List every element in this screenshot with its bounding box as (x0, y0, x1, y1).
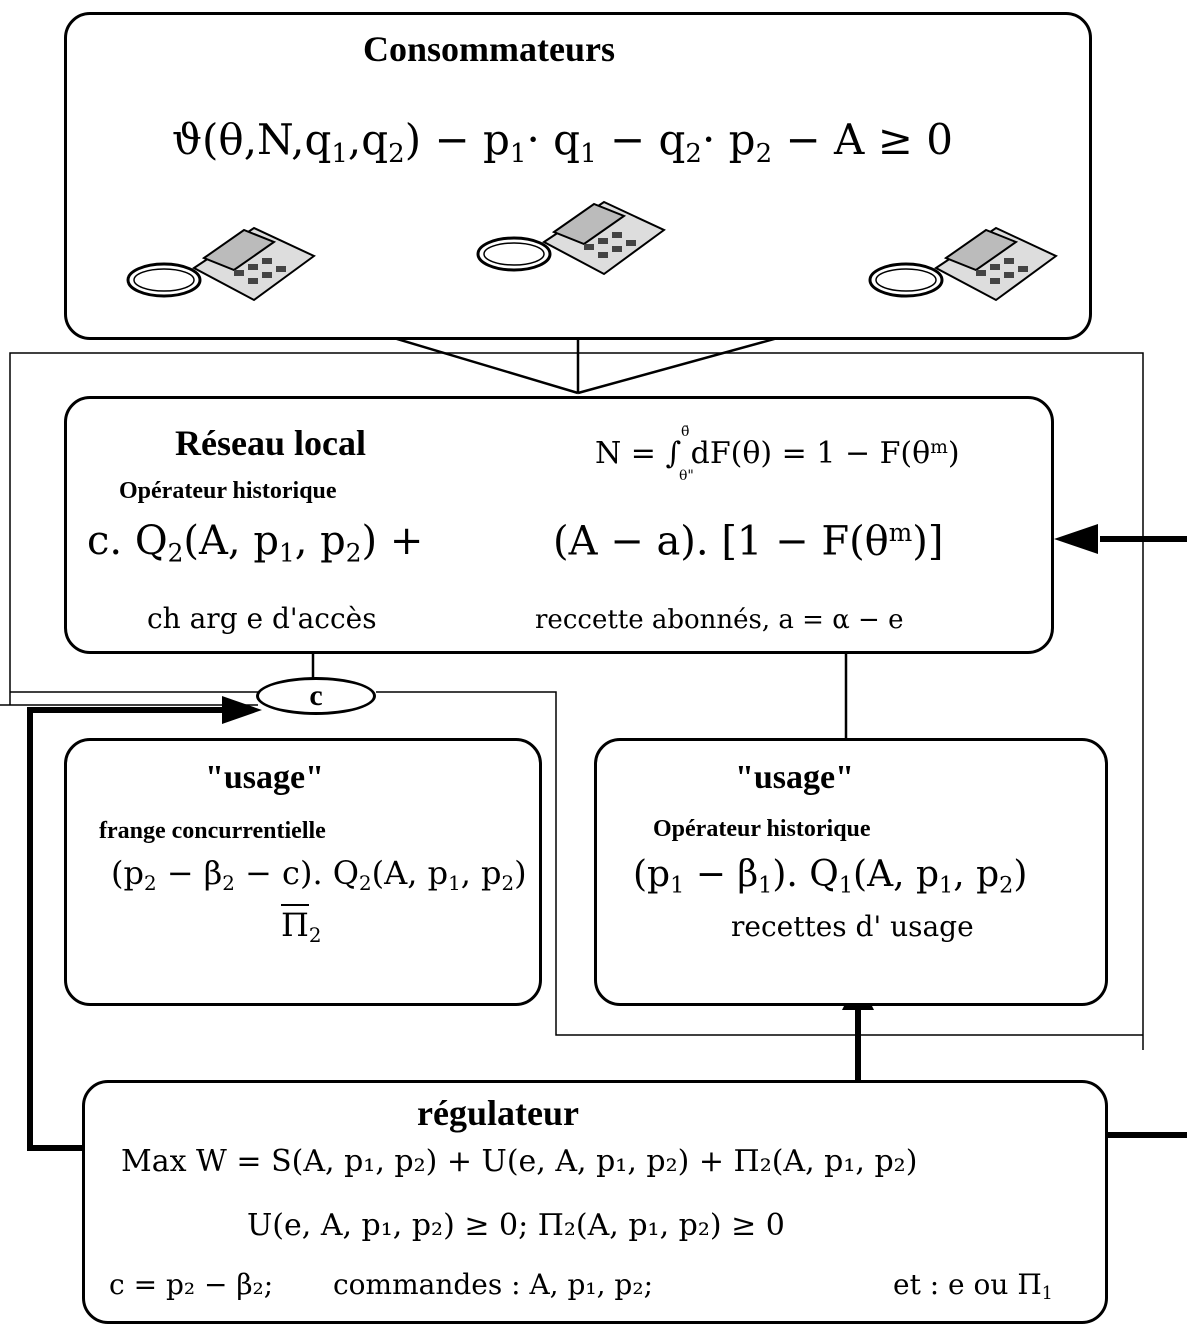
regulator-objective: Max W = S(A, p₁, p₂) + U(e, A, p₁, p₂) +… (121, 1144, 918, 1179)
n-formula-lower-bound: θ" (679, 468, 694, 484)
usage-competitive-title: "usage" (205, 759, 324, 796)
competitive-profit-label: Π2 (281, 904, 322, 947)
usage-incumbent-subtitle: Opérateur historique (653, 816, 871, 842)
telephone-icon (868, 226, 1058, 302)
consumers-title: Consommateurs (363, 29, 615, 69)
subscriber-revenue-formula: (A − a). [1 − F(θm)] (553, 518, 944, 565)
n-formula: N = ∫ dF(θ) = 1 − F(θm) (595, 436, 960, 472)
n-formula-upper-bound: θ̄ (681, 424, 690, 440)
consumers-equation: ϑ(θ,N,q1,q2) − p1· q1 − q2· p2 − A ≥ 0 (172, 115, 953, 169)
regulator-controls: commandes : A, p₁, p₂; (333, 1268, 654, 1301)
access-charge-formula: c. Q2(A, p1, p2) + (87, 518, 424, 568)
usage-competitive-box: "usage" frange concurrentielle (p2 − β2 … (64, 738, 542, 1006)
telephone-icon (476, 200, 666, 276)
usage-revenue-label: recettes d' usage (731, 910, 974, 943)
telephone-icon (126, 226, 316, 302)
local-network-title: Réseau local (175, 423, 366, 463)
subscriber-revenue-label: reccette abonnés, a = α − e (535, 605, 904, 635)
usage-incumbent-box: "usage" Opérateur historique (p1 − β1). … (594, 738, 1108, 1006)
usage-competitive-formula: (p2 − β2 − c). Q2(A, p1, p2) (111, 854, 527, 895)
access-charge-label: ch arg e d'accès (147, 602, 377, 635)
usage-incumbent-formula: (p1 − β1). Q1(A, p1, p2) (633, 854, 1028, 899)
usage-competitive-subtitle: frange concurrentielle (99, 818, 326, 844)
regulator-title: régulateur (417, 1093, 579, 1133)
local-network-box: Réseau local Opérateur historique N = ∫ … (64, 396, 1054, 654)
local-network-subtitle: Opérateur historique (119, 478, 337, 504)
regulator-constraints: U(e, A, p₁, p₂) ≥ 0; Π₂(A, p₁, p₂) ≥ 0 (247, 1208, 785, 1243)
access-charge-node: c (256, 677, 376, 715)
usage-incumbent-title: "usage" (735, 759, 854, 796)
regulator-box: régulateur Max W = S(A, p₁, p₂) + U(e, A… (82, 1080, 1108, 1324)
regulator-options: et : e ou Π1 (893, 1268, 1053, 1305)
regulator-access-rule: c = p₂ − β₂; (109, 1268, 274, 1301)
